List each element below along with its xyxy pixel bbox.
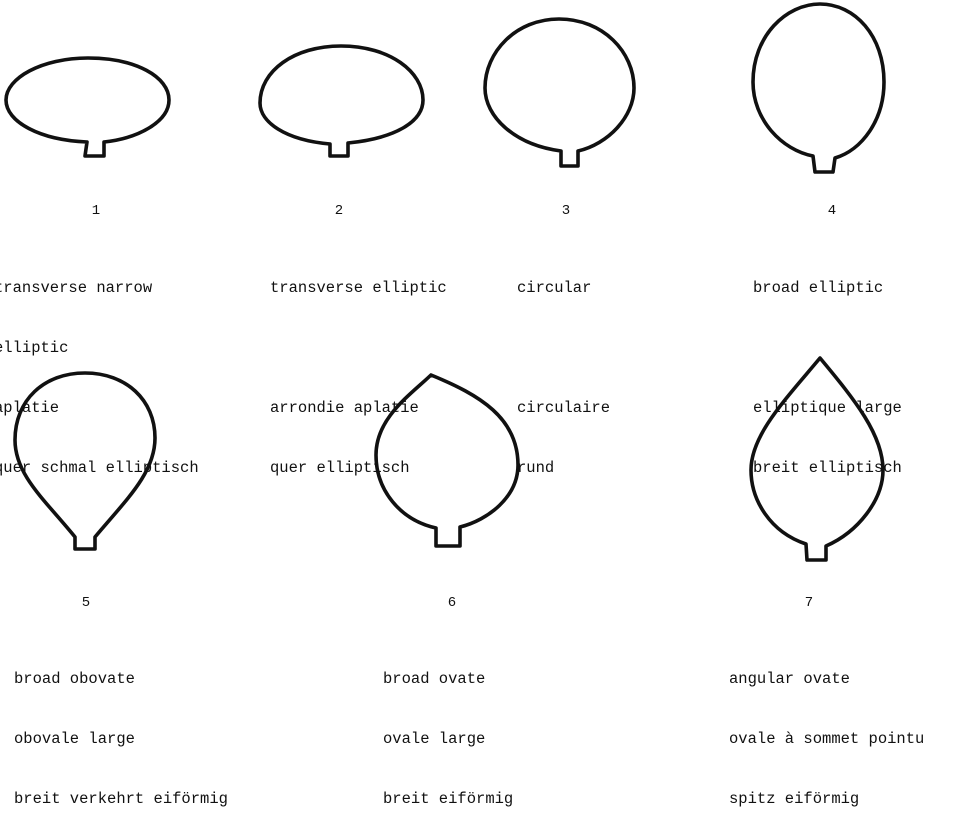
shape-2-description: transverse elliptic arrondie aplatie que… <box>270 238 447 498</box>
shape-6-label-en: broad ovate <box>383 669 513 689</box>
shape-6-description: broad ovate ovale large breit eiförmig <box>383 629 513 829</box>
shape-5-label-en: broad obovate <box>14 669 228 689</box>
shape-3-label-fr: circulaire <box>517 398 610 418</box>
shape-number-3: 3 <box>551 203 581 219</box>
shape-4-label-de: breit elliptisch <box>753 458 902 478</box>
shape-2-label-en: transverse elliptic <box>270 278 447 298</box>
shape-1-outline <box>6 58 169 156</box>
shape-1-label-en: transverse narrow <box>0 278 199 298</box>
shape-number-6: 6 <box>437 595 467 611</box>
shape-4-label-en: broad elliptic <box>753 278 902 298</box>
shape-4-label-spacer <box>753 338 902 358</box>
shape-2-label-spacer <box>270 338 447 358</box>
shape-1-label-de: quer schmal elliptisch <box>0 458 199 478</box>
shape-4-outline <box>753 4 884 172</box>
shape-3-outline <box>485 19 634 166</box>
shape-7-label-de: spitz eiförmig <box>729 789 924 809</box>
shape-3-description: circular circulaire rund <box>517 238 610 498</box>
shape-4-label-fr: elliptique large <box>753 398 902 418</box>
shape-3-label-spacer <box>517 338 610 358</box>
shape-5-label-fr: obovale large <box>14 729 228 749</box>
shape-6-label-fr: ovale large <box>383 729 513 749</box>
shape-1-label-en-cont: elliptic <box>0 338 199 358</box>
shape-5-description: broad obovate obovale large breit verkeh… <box>14 629 228 829</box>
shape-7-description: angular ovate ovale à sommet pointu spit… <box>729 629 924 829</box>
shape-number-4: 4 <box>817 203 847 219</box>
shape-number-7: 7 <box>794 595 824 611</box>
shape-6-label-de: breit eiförmig <box>383 789 513 809</box>
shape-number-1: 1 <box>81 203 111 219</box>
shape-1-label-fr: aplatie <box>0 398 199 418</box>
shape-number-5: 5 <box>71 595 101 611</box>
shape-3-label-de: rund <box>517 458 610 478</box>
shape-5-label-de: breit verkehrt eiförmig <box>14 789 228 809</box>
shape-4-description: broad elliptic elliptique large breit el… <box>753 238 902 498</box>
shape-7-label-fr: ovale à sommet pointu <box>729 729 924 749</box>
shape-2-outline <box>260 46 423 156</box>
shape-3-label-en: circular <box>517 278 610 298</box>
shape-2-label-fr: arrondie aplatie <box>270 398 447 418</box>
shape-number-2: 2 <box>324 203 354 219</box>
shape-7-label-en: angular ovate <box>729 669 924 689</box>
shape-2-label-de: quer elliptisch <box>270 458 447 478</box>
shape-1-description: transverse narrow elliptic aplatie quer … <box>0 238 199 498</box>
